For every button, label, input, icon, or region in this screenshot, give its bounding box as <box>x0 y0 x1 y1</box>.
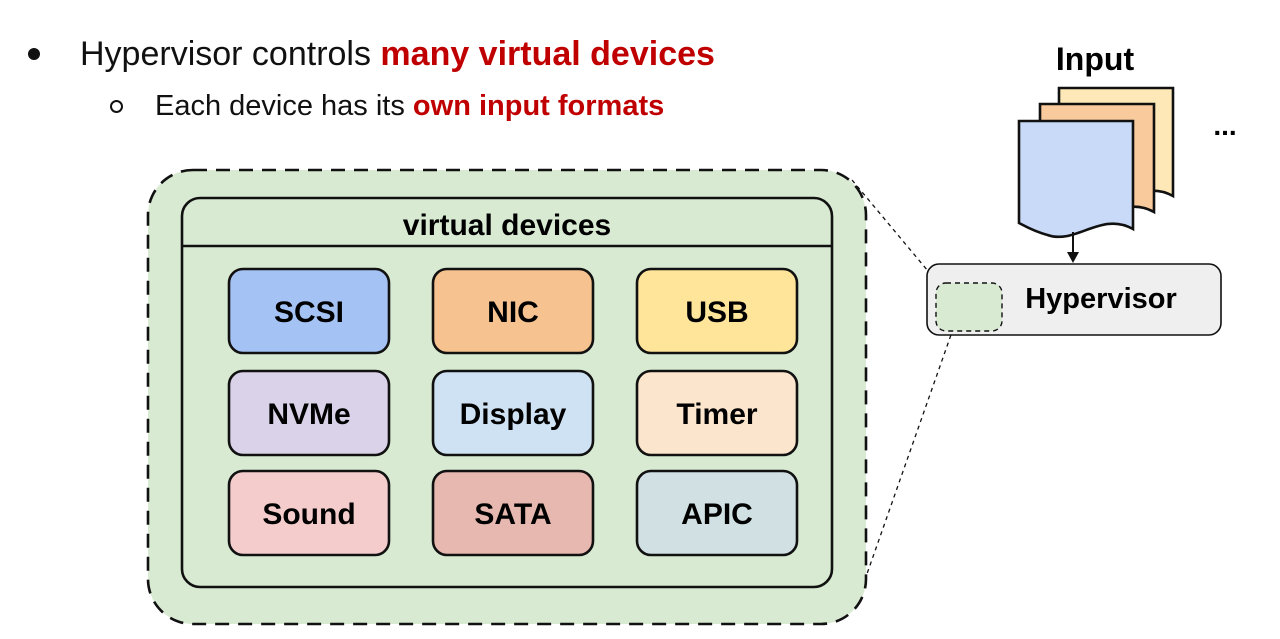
device-box <box>431 469 595 557</box>
device-box <box>227 267 391 355</box>
hypervisor-zoom-marker <box>935 282 1003 332</box>
device-box <box>431 267 595 355</box>
device-box <box>635 369 799 457</box>
bullet-text: Hypervisor controls <box>80 35 381 73</box>
device-box <box>227 469 391 557</box>
device-display: Display <box>431 369 595 457</box>
panel-title: virtual devices <box>403 209 611 242</box>
sub-bullet-marker-icon <box>110 99 123 113</box>
device-timer: Timer <box>635 369 799 457</box>
device-box <box>635 469 799 557</box>
input-document-icon <box>1017 119 1135 239</box>
device-label: USB <box>685 296 748 329</box>
device-label: SATA <box>474 498 551 531</box>
zoom-line-top <box>851 179 939 284</box>
device-sound: Sound <box>227 469 391 557</box>
device-label: Timer <box>676 398 757 431</box>
input-label: Input <box>1056 41 1135 77</box>
bullet-highlight: many virtual devices <box>380 35 715 73</box>
hypervisor-label: Hypervisor <box>1025 283 1177 315</box>
more-inputs-ellipsis: ... <box>1213 110 1236 141</box>
device-box <box>635 267 799 355</box>
device-box <box>431 369 595 457</box>
device-label: NIC <box>487 296 539 329</box>
device-scsi: SCSI <box>227 267 391 355</box>
device-label: Sound <box>262 498 355 531</box>
device-nvme: NVMe <box>227 369 391 457</box>
device-apic: APIC <box>635 469 799 557</box>
sub-bullet-input-formats: Each device has its own input formats <box>110 86 664 126</box>
device-label: NVMe <box>267 398 350 431</box>
device-label: APIC <box>681 498 753 531</box>
input-documents <box>1017 86 1175 239</box>
zoom-line-bottom <box>861 331 953 589</box>
device-box <box>227 369 391 457</box>
sub-bullet-highlight: own input formats <box>412 90 665 122</box>
device-label: Display <box>460 398 567 431</box>
device-usb: USB <box>635 267 799 355</box>
device-sata: SATA <box>431 469 595 557</box>
arrow-head-icon <box>1067 252 1079 263</box>
device-nic: NIC <box>431 267 595 355</box>
bullet-hypervisor-controls: Hypervisor controls many virtual devices <box>28 32 715 76</box>
bullet-marker-icon <box>28 48 40 61</box>
sub-bullet-text: Each device has its <box>155 90 413 122</box>
device-label: SCSI <box>274 296 344 329</box>
